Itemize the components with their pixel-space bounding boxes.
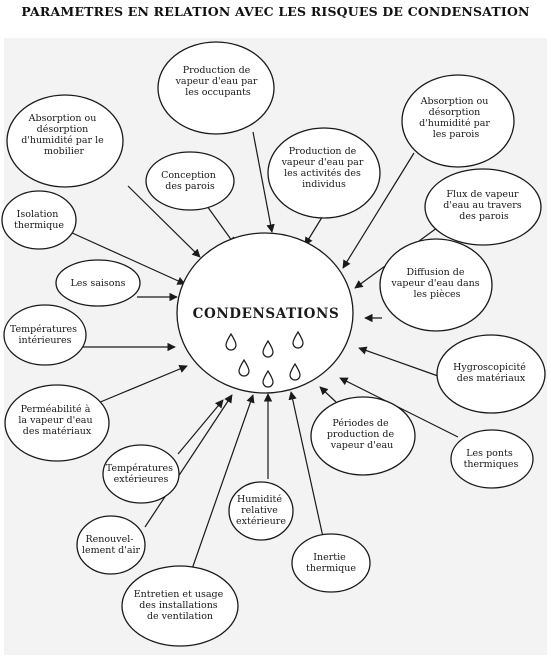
arrow-mobilier xyxy=(127,185,201,258)
label-temp-ext: Températures extérieures xyxy=(106,463,176,485)
arrow-parois-abs xyxy=(342,152,415,269)
factor-labels: Production de vapeur d'eau par les occup… xyxy=(10,65,529,622)
bubble-permeabilite xyxy=(4,384,110,462)
water-drops xyxy=(225,330,304,388)
bubble-conception xyxy=(145,151,235,211)
bubble-periodes xyxy=(310,396,416,476)
arrow-inertie xyxy=(288,391,324,538)
label-permeabilite: Perméabilité à la vapeur d'eau des matér… xyxy=(18,404,95,437)
label-temp-int: Températures intérieures xyxy=(10,324,80,346)
arrow-isolation xyxy=(69,231,186,285)
arrow-entretien xyxy=(191,394,255,570)
bubble-isolation xyxy=(1,190,77,250)
center-ellipse xyxy=(176,232,354,394)
diagram-title: PARAMETRES EN RELATION AVEC LES RISQUES … xyxy=(21,4,530,19)
label-occupants: Production de vapeur d'eau par les occup… xyxy=(175,65,261,98)
label-diffusion: Diffusion de vapeur d'eau dans les pièce… xyxy=(390,267,482,300)
bubble-temp-ext xyxy=(102,444,180,504)
arrow-conception xyxy=(206,205,236,246)
drop-icon xyxy=(292,330,304,349)
arrow-periodes xyxy=(319,386,337,403)
bubble-mobilier xyxy=(6,94,124,188)
bubble-entretien xyxy=(121,565,239,647)
label-activites: Production de vapeur d'eau par les activ… xyxy=(281,146,367,190)
bubble-hygro xyxy=(436,334,546,414)
bubble-ponts xyxy=(450,429,534,489)
factor-bubbles xyxy=(1,41,546,647)
bubble-occupants xyxy=(157,41,275,135)
bubble-flux xyxy=(424,168,542,246)
arrow-activites xyxy=(304,213,325,246)
label-entretien: Entretien et usage des installations de … xyxy=(134,589,227,622)
label-conception: Conception des parois xyxy=(161,170,219,192)
bubble-parois-abs xyxy=(401,74,515,168)
arrow-temp-ext xyxy=(177,399,224,455)
bubble-activites xyxy=(267,127,381,219)
label-periodes: Périodes de production de vapeur d'eau xyxy=(327,418,397,451)
drop-icon xyxy=(238,358,250,377)
label-inertie: Inertie thermique xyxy=(306,552,356,574)
label-parois-abs: Absorption ou désorption d'humidité par … xyxy=(419,96,493,140)
arrow-occupants xyxy=(252,131,275,233)
label-flux: Flux de vapeur d'eau au travers des paro… xyxy=(443,189,524,222)
label-saisons: Les saisons xyxy=(71,278,126,289)
bubble-diffusion xyxy=(379,238,493,332)
bubble-humidite xyxy=(228,481,294,541)
label-renouvellement: Renouvel- lement d'air xyxy=(82,534,141,556)
label-isolation: Isolation thermique xyxy=(14,209,64,231)
arrow-hygro xyxy=(358,346,439,377)
bubble-temp-int xyxy=(3,304,87,366)
bubble-renouvellement xyxy=(76,515,146,575)
label-hygro: Hygroscopicité des matériaux xyxy=(453,362,529,384)
arrow-renouvellement xyxy=(144,394,233,528)
label-mobilier: Absorption ou désorption d'humidité par … xyxy=(21,113,107,157)
drop-icon xyxy=(225,332,237,351)
label-ponts: Les ponts thermiques xyxy=(464,448,519,470)
bubble-inertie xyxy=(291,533,371,593)
drop-icon xyxy=(289,362,301,381)
drop-icon xyxy=(262,369,274,388)
arrow-permeabilite xyxy=(97,365,188,404)
drop-icon xyxy=(262,339,274,358)
label-humidite: Humidité relative extérieure xyxy=(236,494,286,527)
center-label: CONDENSATIONS xyxy=(193,306,340,322)
bubble-saisons xyxy=(55,259,141,307)
